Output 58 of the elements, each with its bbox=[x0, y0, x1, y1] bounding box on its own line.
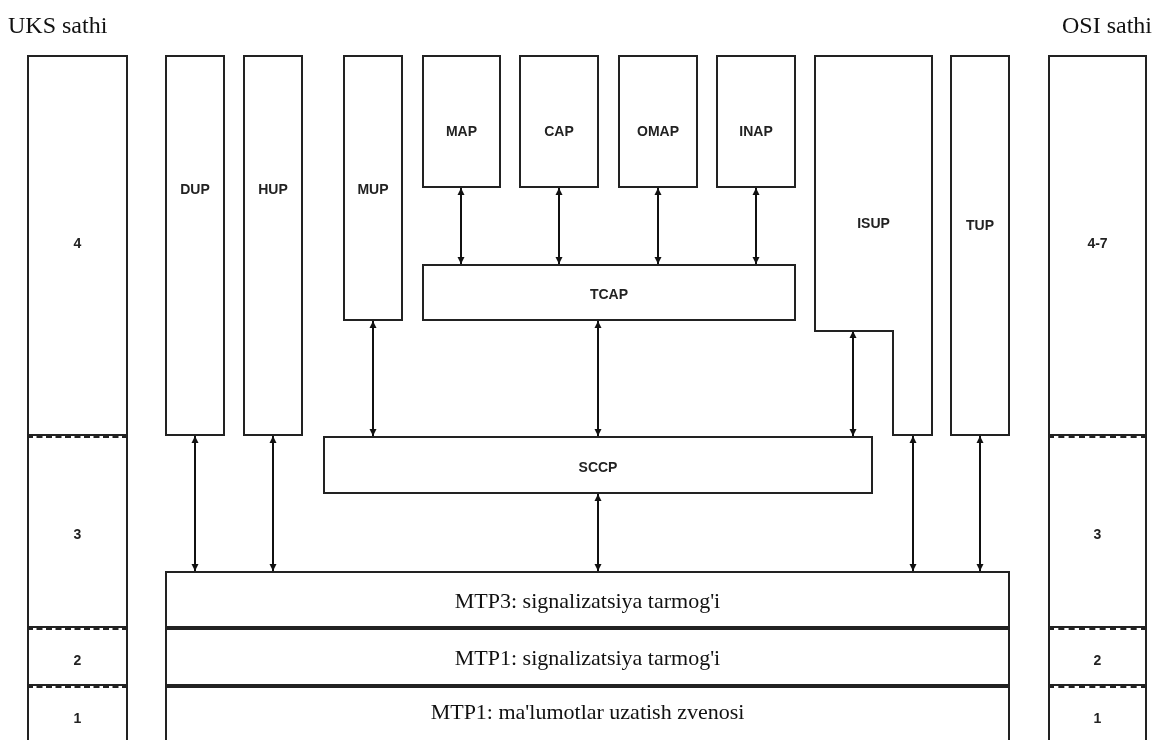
layer-segment bbox=[1048, 55, 1147, 436]
protocol-box bbox=[422, 264, 796, 321]
protocol-box bbox=[519, 55, 599, 188]
protocol-label: OMAP bbox=[636, 123, 680, 139]
protocol-box bbox=[618, 55, 698, 188]
protocol-box bbox=[243, 55, 303, 436]
double-arrow bbox=[555, 187, 563, 265]
double-arrow bbox=[191, 435, 199, 572]
protocol-box bbox=[950, 55, 1010, 436]
protocol-box bbox=[422, 55, 501, 188]
protocol-label: INAP bbox=[738, 123, 774, 139]
layer-number: 4 bbox=[72, 235, 83, 251]
double-arrow bbox=[369, 320, 377, 437]
protocol-box bbox=[323, 436, 873, 494]
protocol-label: MUP bbox=[356, 181, 390, 197]
double-arrow bbox=[849, 330, 857, 437]
layer-number: 3 bbox=[1092, 526, 1103, 542]
layer-number: 2 bbox=[72, 652, 83, 668]
protocol-label: MTP3: signalizatsiya tarmog'i bbox=[453, 588, 722, 614]
protocol-label: MTP1: ma'lumotlar uzatish zvenosi bbox=[429, 699, 746, 725]
layer-number: 4-7 bbox=[1086, 235, 1109, 251]
double-arrow bbox=[976, 435, 984, 572]
protocol-box bbox=[814, 55, 933, 436]
protocol-box bbox=[165, 55, 225, 436]
double-arrow bbox=[752, 187, 760, 265]
double-arrow bbox=[457, 187, 465, 265]
layer-number: 3 bbox=[72, 526, 83, 542]
protocol-label: DUP bbox=[179, 181, 211, 197]
layer-segment bbox=[27, 628, 128, 686]
double-arrow bbox=[654, 187, 662, 265]
protocol-label: HUP bbox=[257, 181, 289, 197]
layer-number: 1 bbox=[1092, 710, 1103, 726]
layer-segment bbox=[27, 55, 128, 436]
layer-segment bbox=[27, 686, 128, 740]
protocol-box bbox=[343, 55, 403, 321]
protocol-box bbox=[165, 628, 1010, 686]
protocol-label: TCAP bbox=[588, 286, 630, 302]
double-arrow bbox=[909, 435, 917, 572]
protocol-label: CAP bbox=[543, 123, 575, 139]
column-heading: OSI sathi bbox=[1062, 12, 1152, 39]
protocol-box bbox=[716, 55, 796, 188]
layer-segment bbox=[1048, 686, 1147, 740]
column-heading: UKS sathi bbox=[8, 12, 108, 39]
layer-number: 2 bbox=[1092, 652, 1103, 668]
layer-number: 1 bbox=[72, 710, 83, 726]
protocol-label: TUP bbox=[965, 217, 995, 233]
double-arrow bbox=[594, 320, 602, 437]
protocol-box bbox=[165, 571, 1010, 628]
protocol-label: MAP bbox=[444, 123, 479, 139]
protocol-label: ISUP bbox=[856, 215, 891, 231]
layer-segment bbox=[1048, 628, 1147, 686]
layer-segment bbox=[1048, 436, 1147, 628]
protocol-label: SCCP bbox=[577, 459, 619, 475]
protocol-box bbox=[165, 686, 1010, 740]
layer-segment bbox=[27, 436, 128, 628]
double-arrow bbox=[269, 435, 277, 572]
double-arrow bbox=[594, 493, 602, 572]
protocol-label: MTP1: signalizatsiya tarmog'i bbox=[453, 645, 722, 671]
